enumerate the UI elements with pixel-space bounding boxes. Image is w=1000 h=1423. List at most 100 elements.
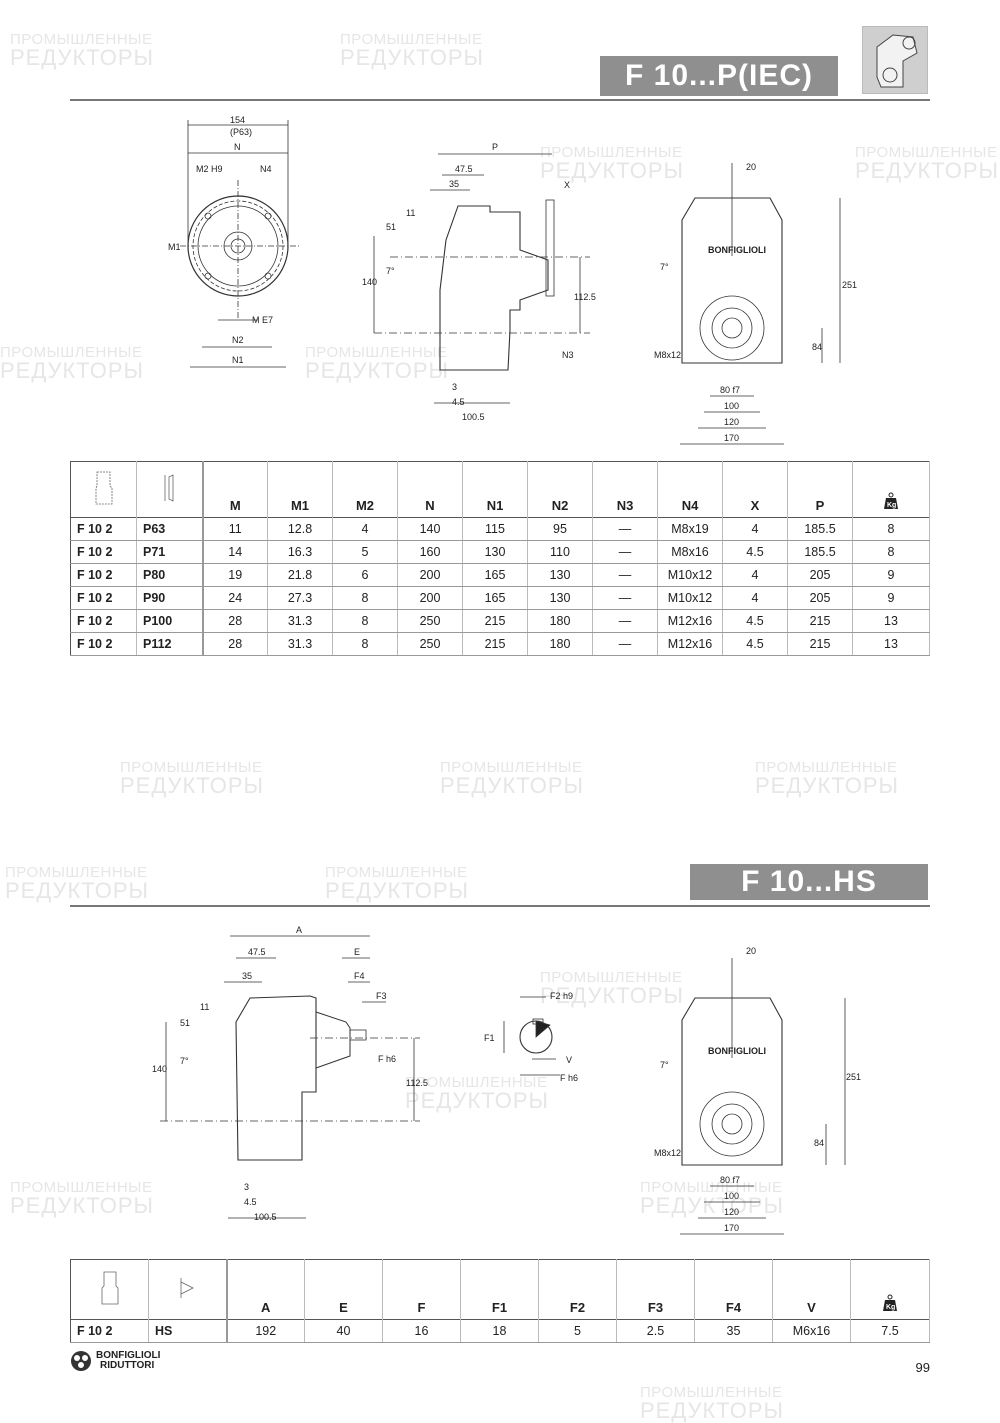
value-cell: 8 <box>332 586 398 610</box>
value-cell: 2.5 <box>616 1319 695 1343</box>
col-header-n: N <box>397 461 463 518</box>
svg-text:7°: 7° <box>180 1056 189 1066</box>
value-cell: 11 <box>202 517 268 541</box>
svg-text:80 f7: 80 f7 <box>720 385 740 395</box>
model-cell: F 10 2 <box>70 563 137 587</box>
svg-text:100: 100 <box>724 401 739 411</box>
svg-text:A: A <box>296 925 302 935</box>
weight-cell: 8 <box>852 540 930 564</box>
drawing-hs-end-view: BONFIGLIOLI 20 7° 251 M8x12 84 80 f7 100… <box>654 946 861 1235</box>
value-cell: 18 <box>460 1319 539 1343</box>
svg-text:20: 20 <box>746 162 756 172</box>
weight-cell: 13 <box>852 632 930 656</box>
value-cell: 180 <box>527 632 593 656</box>
value-cell: 4 <box>722 586 788 610</box>
svg-text:11: 11 <box>200 1002 209 1012</box>
weight-column-header: Kg <box>852 461 930 518</box>
svg-text:3: 3 <box>452 382 457 392</box>
value-cell: 8 <box>332 632 398 656</box>
svg-text:M8x12: M8x12 <box>654 350 681 360</box>
table-row: F 10 2 P71 14 16.3 5 160 130 110 — M8x16… <box>70 540 930 564</box>
svg-text:N2: N2 <box>232 335 244 345</box>
svg-text:Kg: Kg <box>886 1304 895 1311</box>
drawing-hs-side-view: A 47.5 E 35 F4 F3 11 51 140 7° F h6 112.… <box>152 925 428 1222</box>
value-cell: 14 <box>202 540 268 564</box>
svg-text:N1: N1 <box>232 355 244 365</box>
value-cell: 24 <box>202 586 268 610</box>
svg-text:112.5: 112.5 <box>406 1078 428 1088</box>
svg-text:51: 51 <box>386 222 396 232</box>
value-cell: 28 <box>202 632 268 656</box>
model-cell: F 10 2 <box>70 632 137 656</box>
table-row: F 10 2 P63 11 12.8 4 140 115 95 — M8x19 … <box>70 517 930 541</box>
drawing-side-view: P 47.5 35 X 11 51 140 7° 112.5 N3 3 4.5 … <box>362 142 596 422</box>
value-cell: 4.5 <box>722 632 788 656</box>
svg-text:P: P <box>492 142 498 152</box>
col-header-n2: N2 <box>527 461 593 518</box>
section-title-f10-p-iec: F 10...P(IEC) <box>600 56 838 96</box>
weight-kg-icon: Kg <box>884 492 898 509</box>
col-header-e: E <box>304 1259 383 1320</box>
value-cell: — <box>592 586 658 610</box>
svg-text:4.5: 4.5 <box>244 1197 257 1207</box>
svg-text:84: 84 <box>812 342 822 352</box>
svg-text:F3: F3 <box>376 991 387 1001</box>
table-row: F 10 2 P80 19 21.8 6 200 165 130 — M10x1… <box>70 563 930 587</box>
svg-text:M8x12: M8x12 <box>654 1148 681 1158</box>
col-header-v: V <box>772 1259 851 1320</box>
svg-text:51: 51 <box>180 1018 190 1028</box>
svg-text:84: 84 <box>814 1138 824 1148</box>
weight-cell: 7.5 <box>850 1319 930 1343</box>
brand-subtitle: RIDUTTORI <box>100 1360 155 1371</box>
table-row: F 10 2 P90 24 27.3 8 200 165 130 — M10x1… <box>70 586 930 610</box>
value-cell: 140 <box>397 517 463 541</box>
svg-text:N3: N3 <box>562 350 574 360</box>
svg-text:170: 170 <box>724 433 739 443</box>
svg-text:140: 140 <box>152 1064 167 1074</box>
model-cell: F 10 2 <box>70 540 137 564</box>
value-cell: 185.5 <box>787 540 853 564</box>
model-cell: F 10 2 <box>70 517 137 541</box>
value-cell: 6 <box>332 563 398 587</box>
value-cell: 180 <box>527 609 593 633</box>
col-header-p: P <box>787 461 853 518</box>
value-cell: — <box>592 517 658 541</box>
value-cell: 95 <box>527 517 593 541</box>
value-cell: 215 <box>462 632 528 656</box>
svg-text:100.5: 100.5 <box>462 412 485 422</box>
svg-text:251: 251 <box>842 280 857 290</box>
gearbox-icon-cell <box>70 1259 149 1320</box>
flange-outline-icon <box>164 474 174 502</box>
svg-text:3: 3 <box>244 1182 249 1192</box>
svg-text:BONFIGLIOLI: BONFIGLIOLI <box>708 1046 766 1056</box>
value-cell: 31.3 <box>267 609 333 633</box>
drawing-flange-front-view: 154 (P63) N M2 H9 N4 M1 M E7 N2 N1 <box>168 115 300 368</box>
value-cell: M6x16 <box>772 1319 851 1343</box>
col-header-n1: N1 <box>462 461 528 518</box>
value-cell: 130 <box>462 540 528 564</box>
svg-text:112.5: 112.5 <box>574 292 596 302</box>
svg-text:140: 140 <box>362 277 377 287</box>
weight-cell: 9 <box>852 586 930 610</box>
value-cell: 200 <box>397 563 463 587</box>
bonfiglioli-gears-icon <box>71 1351 91 1371</box>
model-cell: F 10 2 <box>70 1319 149 1343</box>
svg-text:BONFIGLIOLI: BONFIGLIOLI <box>708 245 766 255</box>
value-cell: 4.5 <box>722 609 788 633</box>
value-cell: 250 <box>397 609 463 633</box>
value-cell: M10x12 <box>657 586 723 610</box>
table-row: F 10 2 P100 28 31.3 8 250 215 180 — M12x… <box>70 609 930 633</box>
motor-cell: P71 <box>136 540 204 564</box>
col-header-m1: M1 <box>267 461 333 518</box>
gearbox-outline-icon <box>101 1271 118 1305</box>
svg-text:V: V <box>566 1055 572 1065</box>
svg-text:47.5: 47.5 <box>455 164 473 174</box>
svg-text:120: 120 <box>724 1207 739 1217</box>
